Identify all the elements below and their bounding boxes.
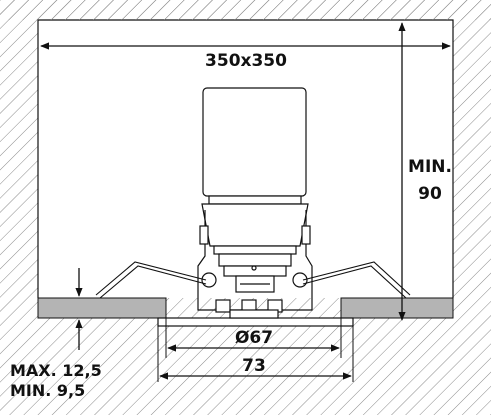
cutout-diameter-label: Ø67 — [235, 328, 273, 348]
opening-width-label: 350x350 — [205, 51, 287, 71]
ceiling-board-left — [37, 297, 167, 319]
thickness-min-label: MIN. 9,5 — [10, 381, 85, 400]
trim-plate — [157, 317, 354, 327]
min-depth-label-line2: 90 — [418, 184, 442, 204]
trim-width-label: 73 — [242, 356, 266, 376]
lamp-body — [201, 87, 309, 293]
min-depth-label-line1: MIN. — [408, 157, 452, 177]
ceiling-board-right — [340, 297, 454, 319]
top-edge — [0, 0, 491, 20]
thickness-max-label: MAX. 12,5 — [10, 361, 102, 380]
spring-clips — [95, 261, 411, 299]
